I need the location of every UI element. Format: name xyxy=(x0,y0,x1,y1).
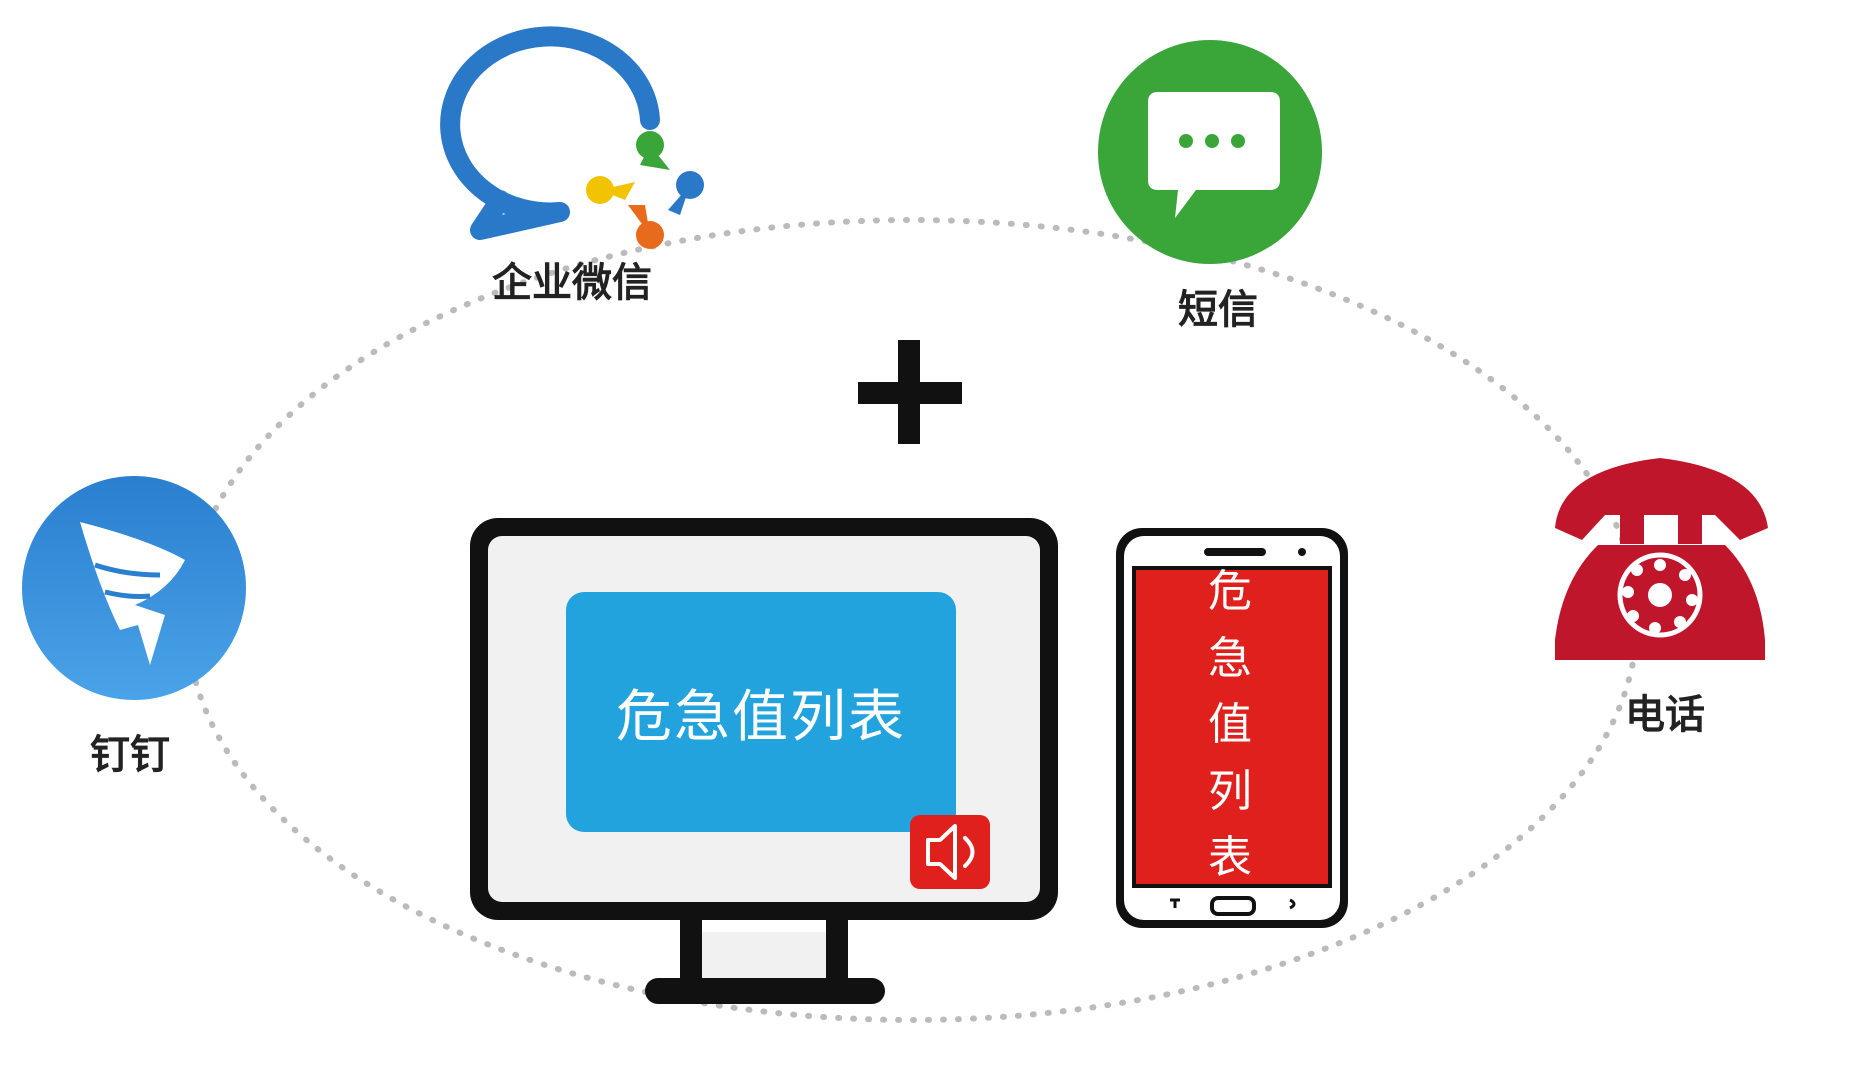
wecom-logo-icon xyxy=(440,26,704,249)
rotary-telephone-icon xyxy=(1555,458,1768,660)
dingtalk-logo-icon xyxy=(22,476,246,700)
monitor-screen-text: 危急值列表 xyxy=(616,684,906,750)
sms-label: 短信 xyxy=(1178,287,1258,333)
speaker-icon xyxy=(910,815,990,889)
phone-label: 电话 xyxy=(1625,692,1705,738)
phone-char-3: 值 xyxy=(1208,699,1252,750)
desktop-monitor xyxy=(470,518,1058,1004)
phone-char-1: 危 xyxy=(1208,566,1252,617)
wecom-label: 企业微信 xyxy=(492,260,652,306)
monitor-alert-panel xyxy=(566,592,956,832)
phone-char-5: 表 xyxy=(1208,832,1252,883)
sms-chat-bubble-icon xyxy=(1098,40,1322,264)
plus-icon xyxy=(858,340,962,444)
phone-char-4: 列 xyxy=(1208,765,1252,817)
phone-screen-text: 危 急 值 列 表 xyxy=(1132,570,1328,880)
mobile-phone xyxy=(1116,528,1348,928)
dingtalk-label: 钉钉 xyxy=(90,732,170,778)
phone-char-2: 急 xyxy=(1208,632,1252,684)
phone-alert-screen xyxy=(1136,570,1328,884)
